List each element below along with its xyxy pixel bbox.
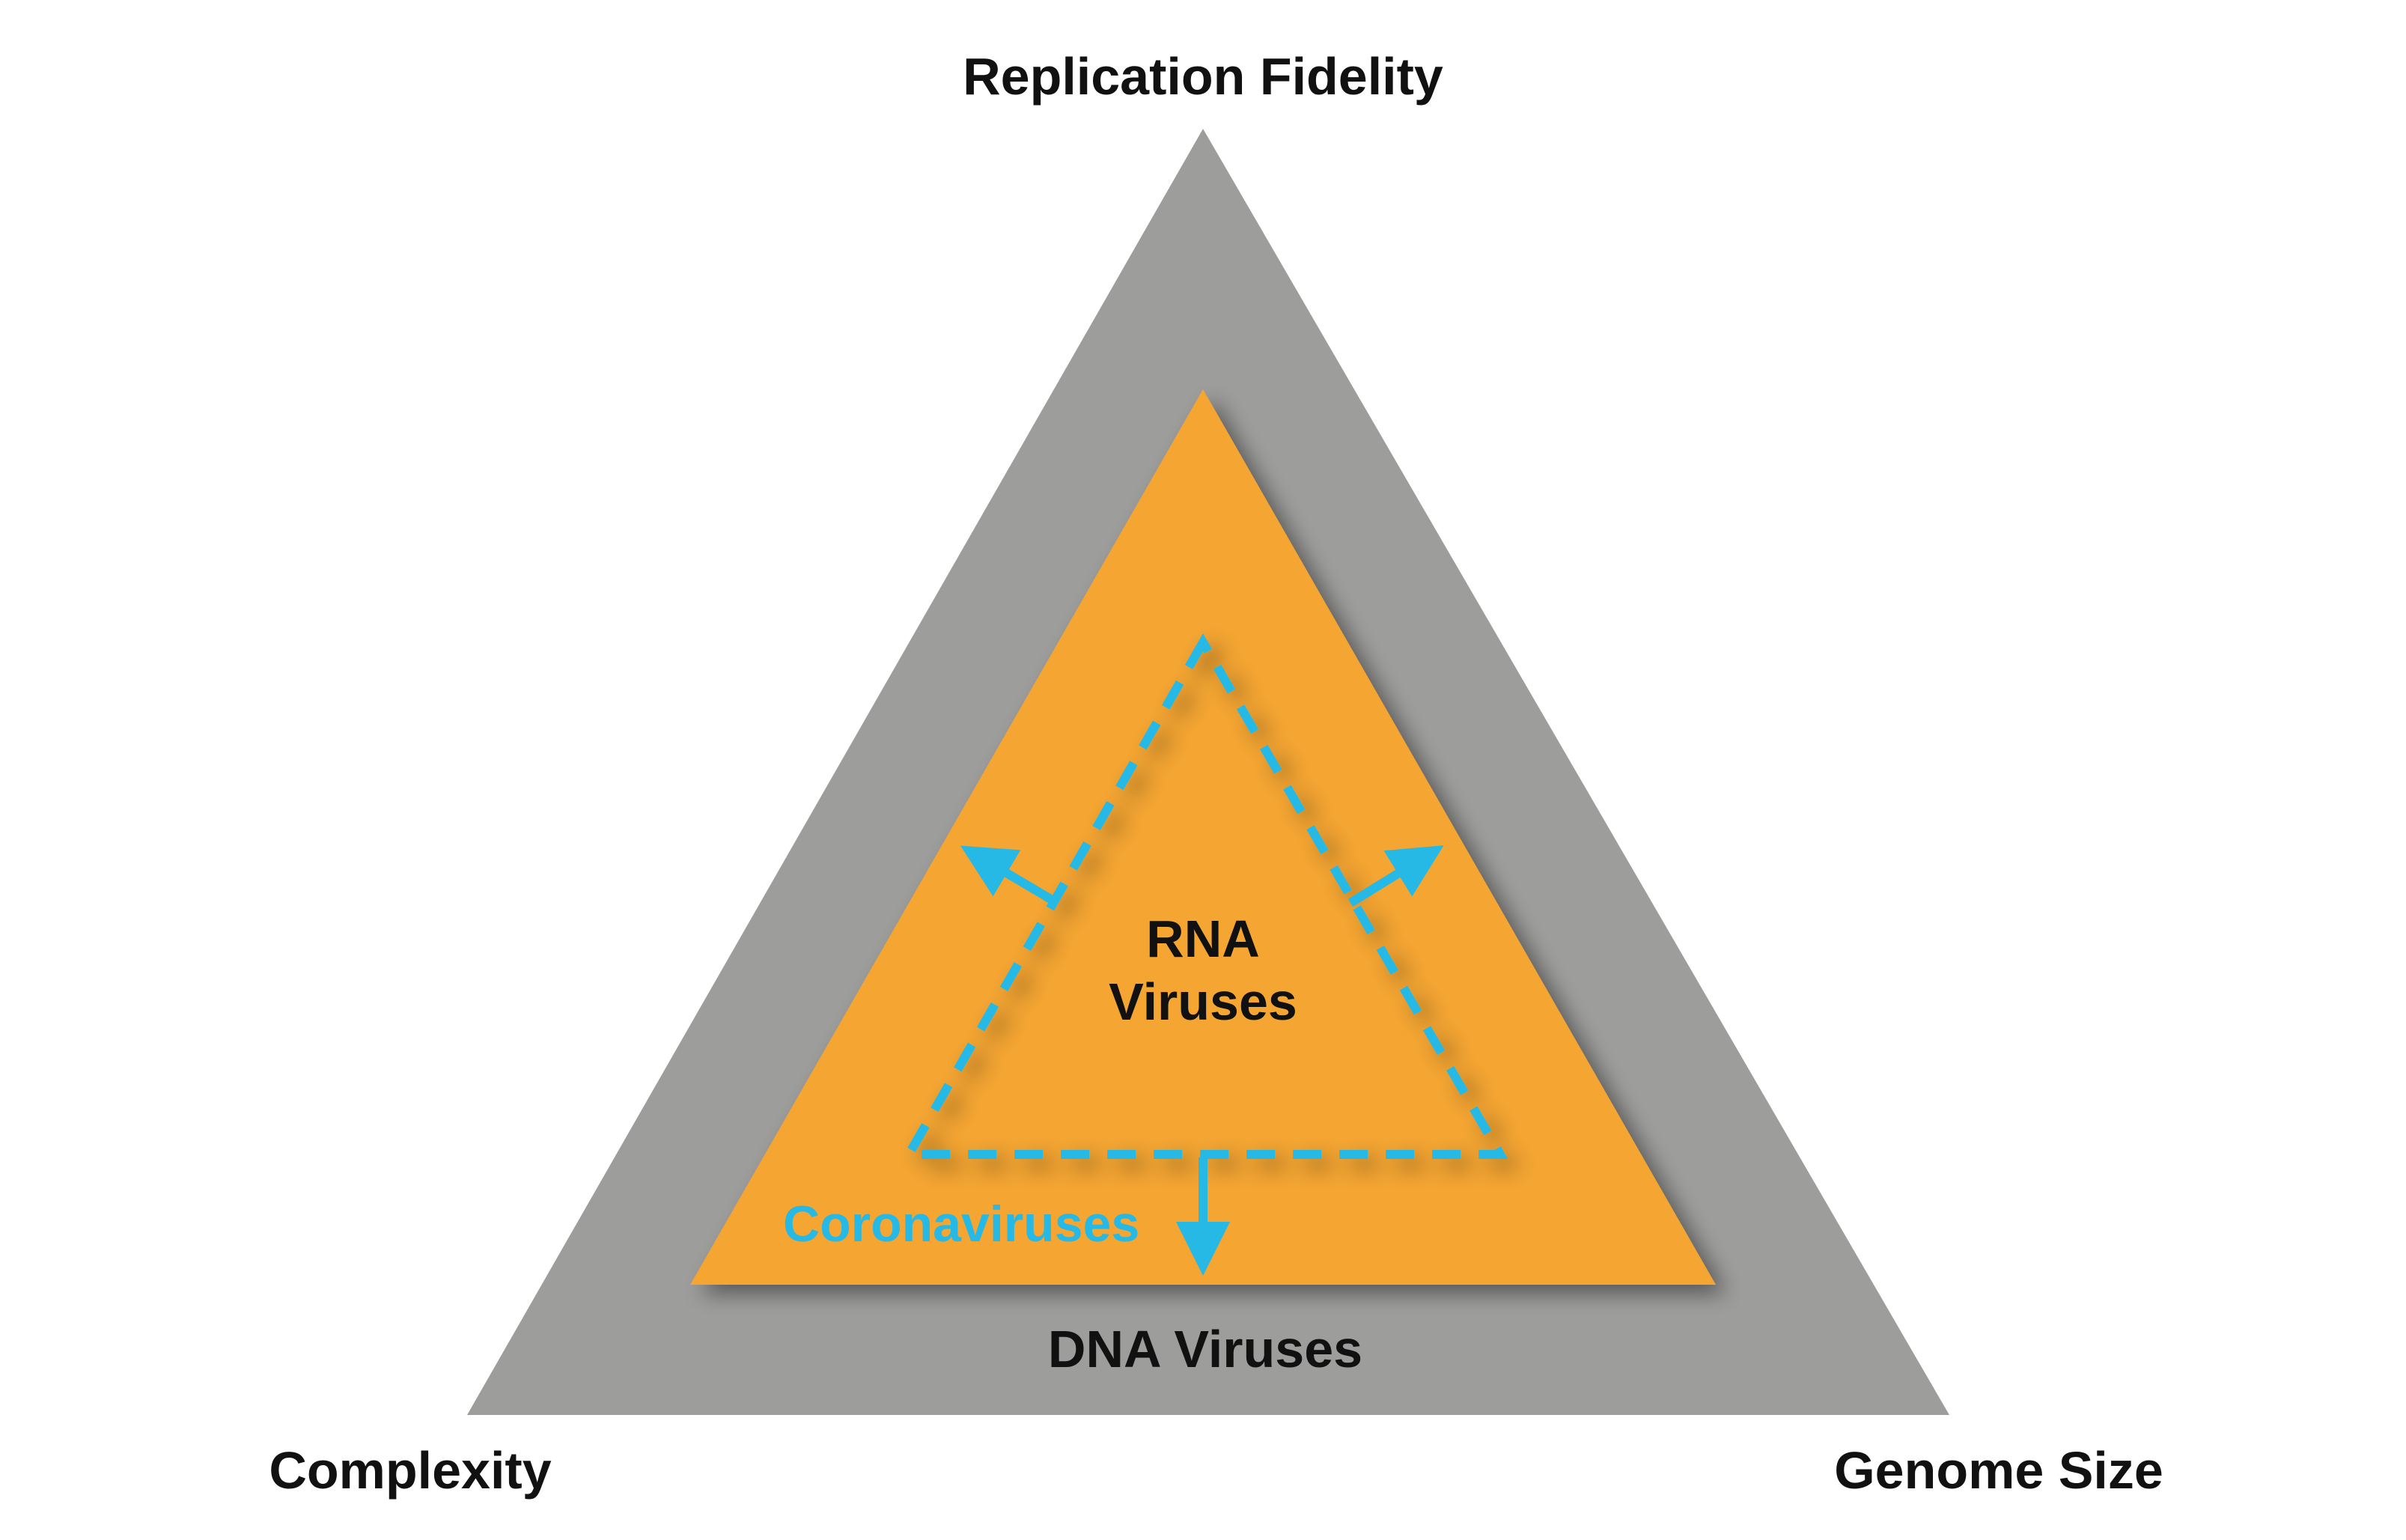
middle-triangle-coronaviruses: [690, 389, 1716, 1285]
label-replication-fidelity: Replication Fidelity: [963, 47, 1443, 106]
label-coronaviruses: Coronaviruses: [783, 1196, 1139, 1253]
label-rna-line2: Viruses: [1109, 973, 1297, 1031]
arrow-right-expansion: [1347, 845, 1444, 907]
label-dna-viruses: DNA Viruses: [1048, 1320, 1362, 1378]
label-complexity: Complexity: [269, 1441, 551, 1500]
label-rna-line1: RNA: [1146, 910, 1260, 968]
arrow-left-expansion: [960, 845, 1060, 907]
label-genome-size: Genome Size: [1834, 1441, 2163, 1500]
